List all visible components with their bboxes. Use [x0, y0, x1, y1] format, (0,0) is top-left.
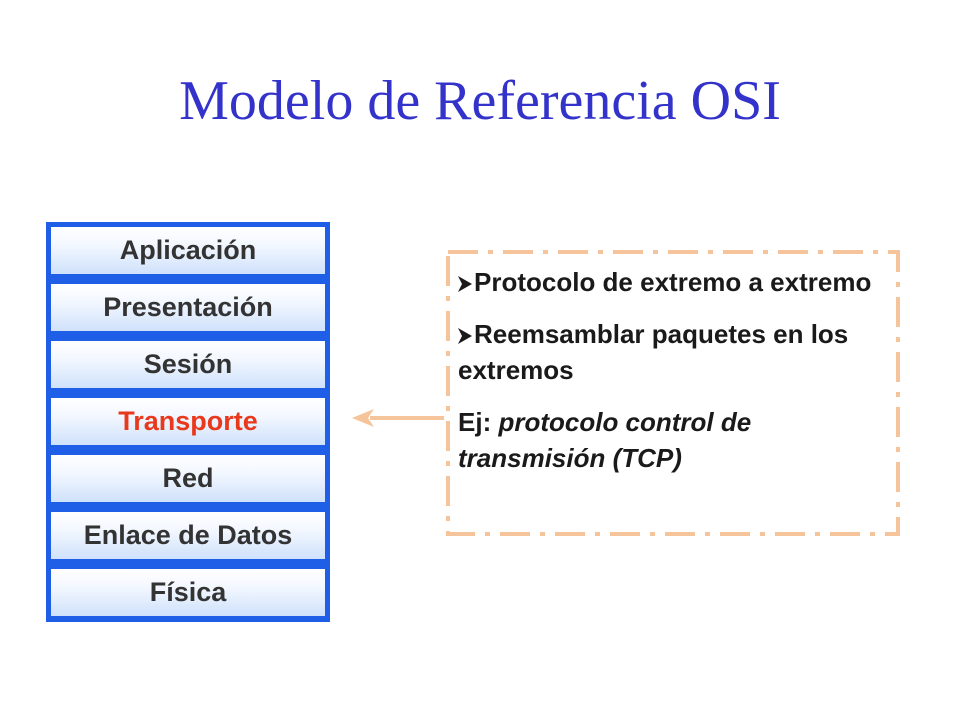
layer-presentacion: Presentación [51, 284, 325, 331]
info-box-content: Protocolo de extremo a extremo Reemsambl… [458, 264, 888, 476]
bullet-text: Reemsamblar paquetes en los extremos [458, 319, 849, 385]
transport-info-box: Protocolo de extremo a extremo Reemsambl… [446, 250, 900, 536]
layer-red: Red [51, 455, 325, 502]
info-bullet: Protocolo de extremo a extremo [458, 264, 888, 300]
osi-layer-stack: Aplicación Presentación Sesión Transport… [46, 222, 330, 622]
layer-fisica: Física [51, 569, 325, 616]
info-bullet: Reemsamblar paquetes en los extremos [458, 316, 888, 388]
arrowhead-bullet-icon [458, 328, 472, 344]
layer-sesion: Sesión [51, 341, 325, 388]
layer-transporte: Transporte [51, 398, 325, 445]
arrowhead-bullet-icon [458, 276, 472, 292]
bullet-text: Protocolo de extremo a extremo [474, 267, 872, 297]
slide-title: Modelo de Referencia OSI [179, 70, 781, 132]
example-text: protocolo control de transmisión (TCP) [458, 407, 752, 473]
left-arrow-icon [352, 409, 444, 427]
dashed-border [446, 250, 900, 536]
layer-aplicacion: Aplicación [51, 227, 325, 274]
example-prefix: Ej: [458, 407, 499, 437]
example-line: Ej: protocolo control de transmisión (TC… [458, 404, 888, 476]
layer-enlace-de-datos: Enlace de Datos [51, 512, 325, 559]
